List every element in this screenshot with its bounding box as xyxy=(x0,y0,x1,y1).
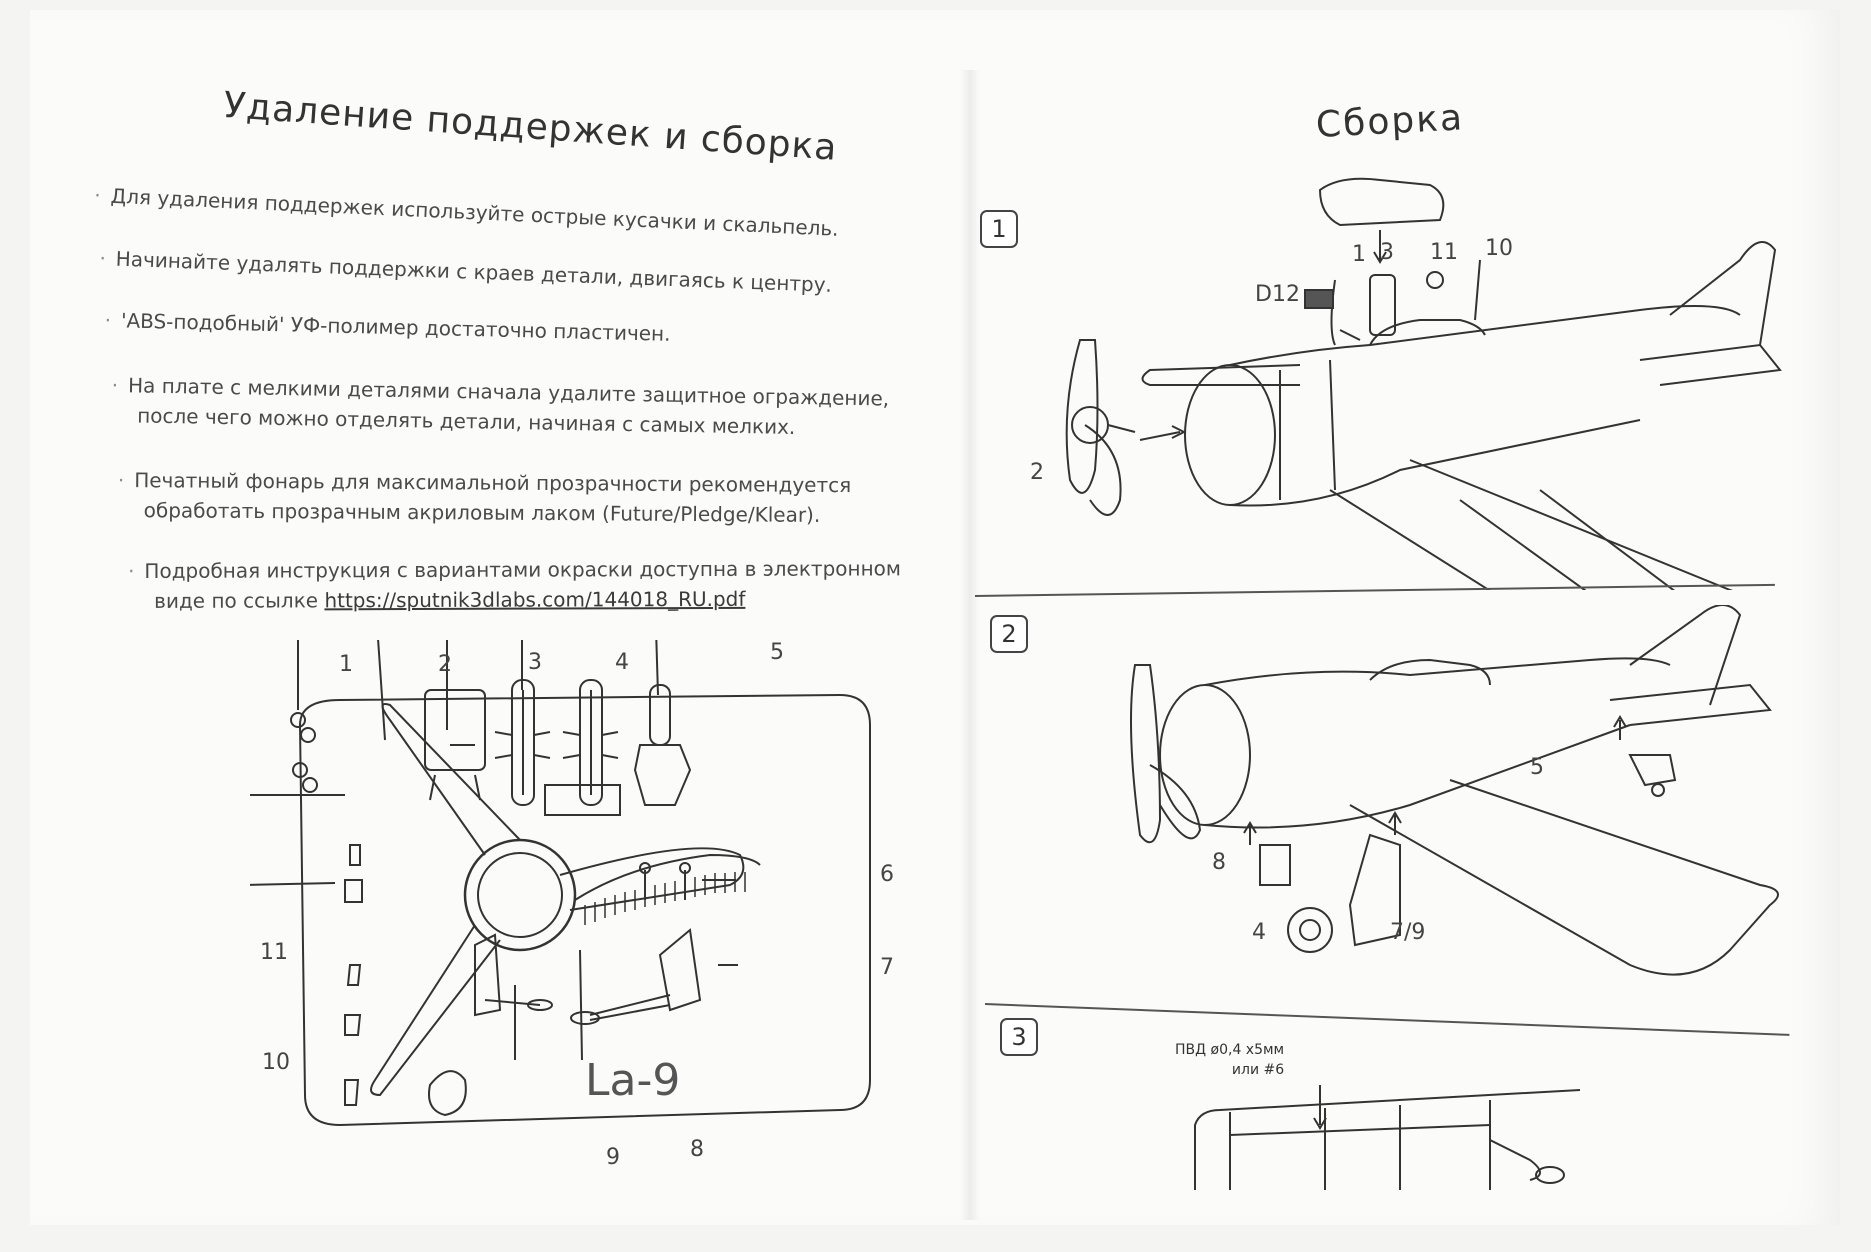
step-2-callout-7-9: 7/9 xyxy=(1390,920,1426,945)
sprue-label-11: 11 xyxy=(260,940,288,965)
sprue-label-10: 10 xyxy=(262,1050,290,1075)
step-2-callout-4: 4 xyxy=(1252,920,1266,945)
step-1-callout-11: 11 xyxy=(1430,240,1458,265)
sprue-label-3: 3 xyxy=(528,650,542,675)
page-fold xyxy=(960,70,980,1220)
step-1-callout-d12: D12 xyxy=(1255,282,1300,307)
step-3-note: ПВД ø0,4 х5мм или #6 xyxy=(1175,1042,1285,1078)
step-1-callout-1: 1 xyxy=(1352,242,1366,267)
step-1-callout-3: 3 xyxy=(1380,240,1394,265)
sprue-label-2: 2 xyxy=(438,652,452,677)
step-2-badge: 2 xyxy=(990,615,1028,653)
sprue-label-6: 6 xyxy=(880,862,894,887)
sprue-model-name: La-9 xyxy=(585,1055,681,1106)
sprue-label-1: 1 xyxy=(339,652,353,677)
step-2-callout-8: 8 xyxy=(1212,850,1226,875)
sprue-label-9: 9 xyxy=(606,1145,620,1170)
step-3-badge: 3 xyxy=(1000,1018,1038,1056)
step-2-callout-5: 5 xyxy=(1530,755,1544,780)
bullet-6: ·Подробная инструкция с вариантами окрас… xyxy=(128,556,902,613)
sprue-label-4: 4 xyxy=(615,650,629,675)
step-3-diagram xyxy=(1194,1085,1581,1190)
sprue-label-5: 5 xyxy=(770,640,784,665)
bullet-5: ·Печатный фонарь для максимальной прозра… xyxy=(117,467,852,527)
sprue-diagram xyxy=(250,640,871,1127)
instruction-sheet xyxy=(30,10,1840,1225)
step-1-callout-10: 10 xyxy=(1485,236,1513,261)
step-1-diagram xyxy=(1065,177,1782,590)
step-1-callout-2: 2 xyxy=(1030,460,1044,485)
sprue-label-7: 7 xyxy=(880,955,894,980)
sprue-label-8: 8 xyxy=(690,1137,704,1162)
instructions-link[interactable]: https://sputnik3dlabs.com/144018_RU.pdf xyxy=(324,586,746,613)
step-1-badge: 1 xyxy=(980,210,1018,248)
step-2-diagram xyxy=(1130,605,1779,976)
right-page-title: Сборка xyxy=(1315,97,1465,146)
